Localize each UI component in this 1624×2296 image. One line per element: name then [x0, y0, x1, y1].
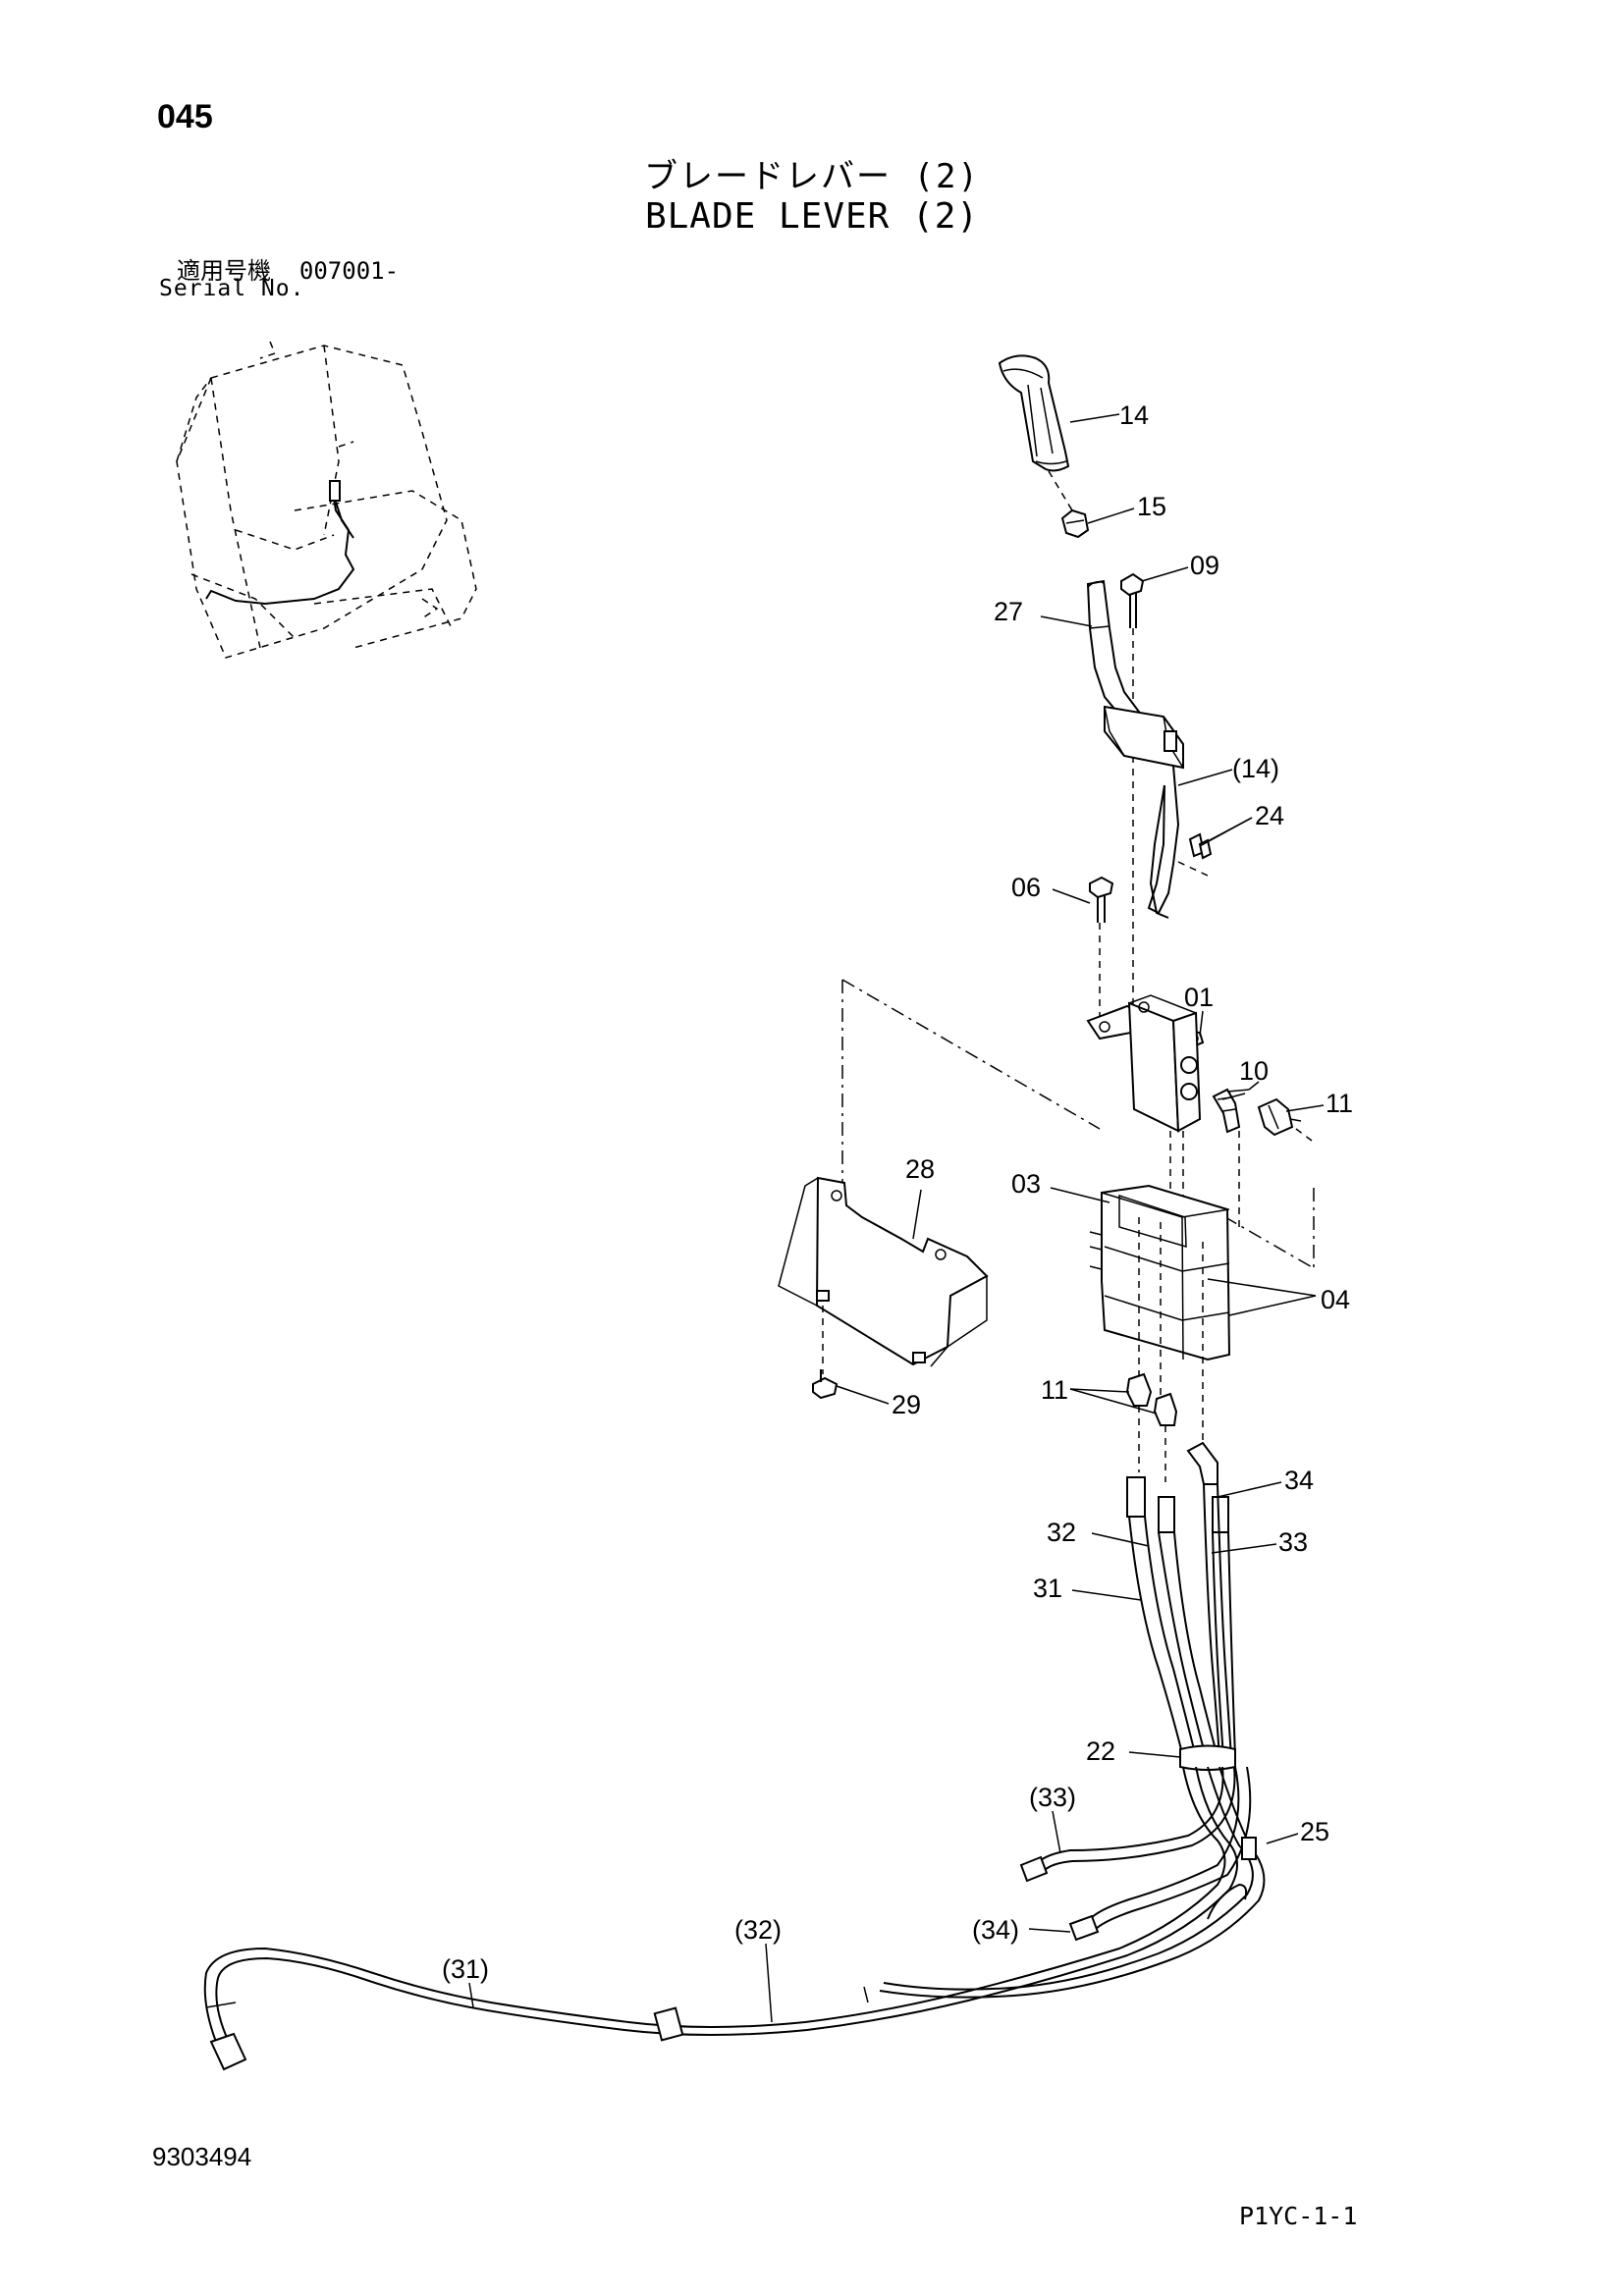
leader-(33): [1052, 1810, 1061, 1854]
location-thumbnail: [176, 341, 477, 659]
callout-(32): (32): [734, 1915, 782, 1945]
drawing-number: 9303494: [152, 2142, 252, 2171]
callout-(34): (34): [972, 1915, 1019, 1945]
leader-25: [1266, 1833, 1299, 1844]
callout-14: 14: [1119, 400, 1149, 430]
leader-06: [1052, 888, 1091, 904]
hose-bundle: [1126, 1476, 1236, 1758]
part-fitting-11-upper: [1257, 1097, 1302, 1137]
part-bracket-14: [1104, 705, 1184, 919]
callout-11-lower: 11: [1041, 1375, 1068, 1405]
page-number: 045: [157, 98, 213, 135]
leader-10: [1226, 1089, 1250, 1093]
leader-(32): [765, 1943, 773, 2023]
serial-label-english: Serial No.: [159, 276, 305, 301]
serial-label-jp: 適用号機: [177, 257, 271, 285]
callout-04: 04: [1321, 1285, 1350, 1314]
callout-27: 27: [994, 597, 1023, 626]
leader-14: [1069, 413, 1120, 423]
callout-29: 29: [892, 1390, 921, 1419]
serial-value: 007001-: [298, 257, 400, 285]
callout-11-upper: 11: [1326, 1089, 1353, 1118]
leader-11-upper: [1285, 1104, 1325, 1112]
part-bolt-29: [812, 1369, 839, 1400]
part-cover-28: [778, 1176, 989, 1367]
callout-31: 31: [1033, 1574, 1062, 1603]
page-code: P1YC-1-1: [1239, 2202, 1358, 2230]
callout-15: 15: [1137, 492, 1166, 521]
leader-15: [1087, 507, 1135, 524]
callout-28: 28: [905, 1154, 935, 1184]
leader-28: [912, 1189, 922, 1240]
leader-11-lower: [1069, 1388, 1130, 1393]
leader-32: [1091, 1532, 1150, 1547]
callout-25: 25: [1300, 1817, 1329, 1846]
hose-runs-lower: [203, 1766, 1266, 2071]
leader-33: [1211, 1543, 1277, 1554]
part-knob-14: [998, 354, 1070, 472]
part-lever-27: [1086, 579, 1141, 717]
part-nut-15: [1060, 508, 1090, 539]
callout-34: 34: [1284, 1466, 1314, 1495]
callout-32: 32: [1047, 1518, 1076, 1547]
callout-03: 03: [1011, 1169, 1041, 1199]
callout-33: 33: [1278, 1527, 1308, 1557]
callout-24: 24: [1255, 801, 1284, 830]
part-boot-03-04: [1089, 1184, 1231, 1443]
callout-(33): (33): [1029, 1783, 1076, 1812]
leader-27: [1040, 615, 1093, 627]
part-bolt-09: [1120, 572, 1145, 628]
part-clamp-22: [1179, 1744, 1236, 1771]
serial-label-japanese: 適用号機 007001-: [177, 251, 399, 286]
part-valve-01: [1086, 994, 1205, 1133]
callout-09: 09: [1190, 551, 1219, 580]
callout-22: 22: [1086, 1736, 1115, 1766]
leader-09: [1141, 566, 1189, 582]
callout-06: 06: [1011, 873, 1041, 902]
title-english: BLADE LEVER (2): [644, 196, 980, 237]
leader-(31): [468, 1982, 474, 2008]
leader-01: [1199, 1010, 1204, 1037]
leader-(34): [1028, 1928, 1071, 1933]
part-bolt-06: [1089, 876, 1114, 923]
leader-03: [1050, 1187, 1110, 1203]
callout-(14): (14): [1232, 754, 1279, 783]
leader-34: [1217, 1481, 1282, 1498]
leader-22: [1128, 1751, 1181, 1758]
part-fitting-11-lower: [1125, 1372, 1178, 1426]
callout-10: 10: [1239, 1056, 1269, 1086]
leader-(14): [1177, 769, 1233, 786]
leader-04: [1207, 1278, 1317, 1297]
callout-01: 01: [1184, 983, 1214, 1012]
part-elbow-34: [1186, 1441, 1218, 1485]
leader-31: [1071, 1589, 1142, 1601]
leader-29: [836, 1385, 890, 1405]
title-japanese: ブレードレバー (2): [644, 157, 980, 196]
callout-(31): (31): [442, 1954, 489, 1984]
